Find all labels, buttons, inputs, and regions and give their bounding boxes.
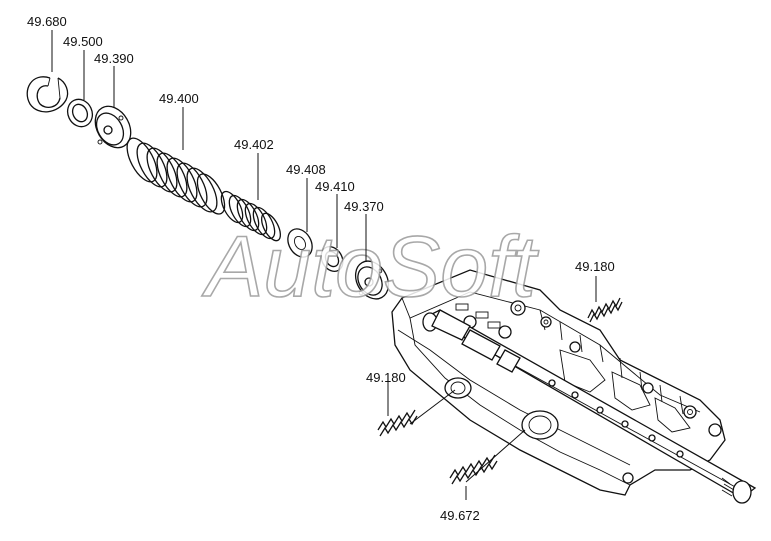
label-49-500: 49.500	[63, 34, 103, 49]
washer-49-408	[287, 228, 313, 258]
spring-49-400	[126, 137, 226, 215]
label-49-408: 49.408	[286, 162, 326, 177]
valve-spool	[422, 309, 757, 504]
label-49-402: 49.402	[234, 137, 274, 152]
spring-49-672	[449, 454, 498, 485]
snap-ring-49-500	[66, 98, 94, 128]
snap-ring-49-680	[26, 76, 69, 113]
label-49-370: 49.370	[344, 199, 384, 214]
label-49-410: 49.410	[315, 179, 355, 194]
label-49-680: 49.680	[27, 14, 67, 29]
spring-49-402	[220, 190, 282, 242]
snap-ring-49-410	[320, 246, 344, 272]
label-49-672: 49.672	[440, 508, 480, 523]
label-49-400: 49.400	[159, 91, 199, 106]
label-49-180-lower: 49.180	[366, 370, 406, 385]
spring-49-180-lower	[377, 409, 418, 437]
part-labels: 49.680 49.500 49.390 49.400 49.402 49.40…	[27, 14, 615, 523]
spring-49-180-upper	[587, 297, 623, 323]
label-49-390: 49.390	[94, 51, 134, 66]
watermark-text: AutoSoft	[201, 219, 539, 315]
leader-lines	[51, 30, 597, 500]
label-49-180-upper: 49.180	[575, 259, 615, 274]
washer-49-370	[354, 260, 390, 300]
washer-49-390	[94, 105, 132, 149]
